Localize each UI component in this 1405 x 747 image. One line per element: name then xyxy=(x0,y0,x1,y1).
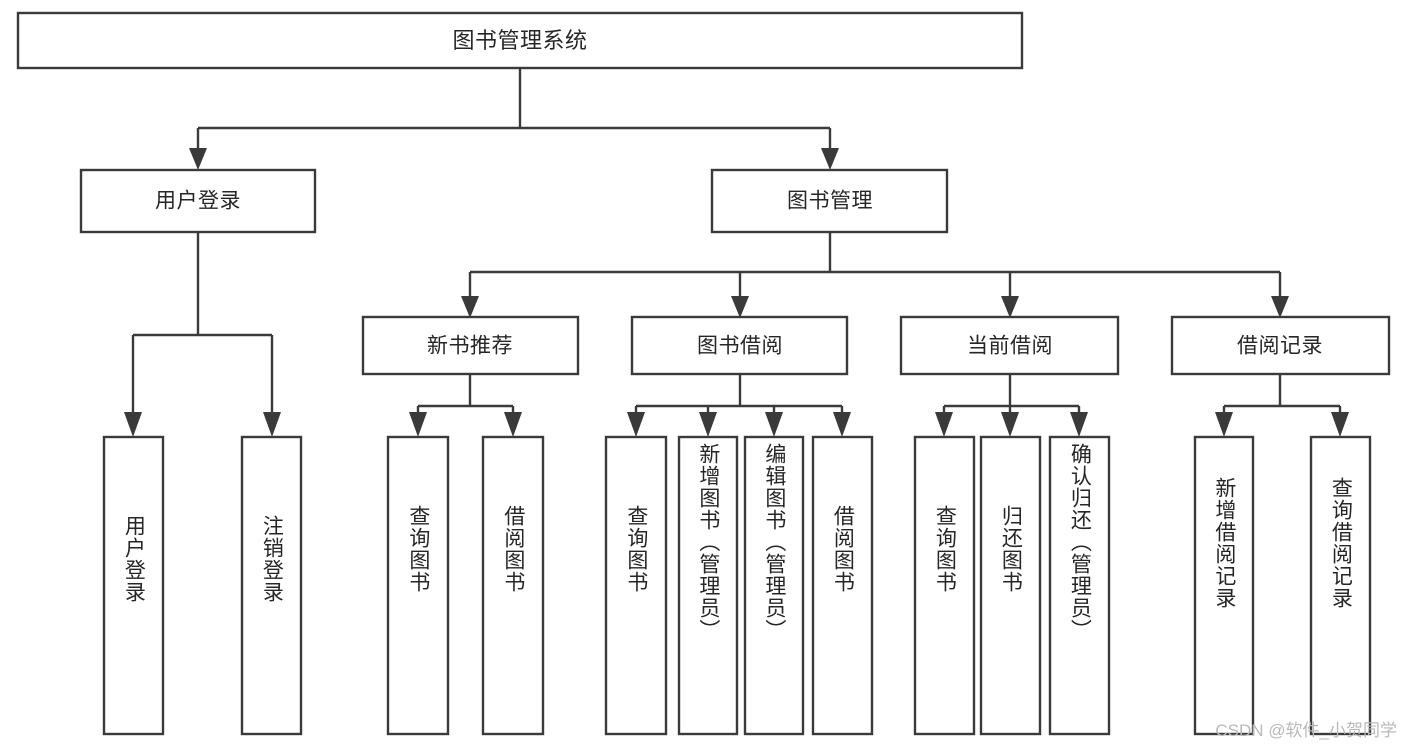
arrow-head-leaf-3 xyxy=(409,412,427,437)
node-new-book-recommend[interactable] xyxy=(361,315,580,376)
node-book-management[interactable] xyxy=(710,168,949,234)
node-leaf-query-book-2[interactable] xyxy=(604,435,668,736)
node-leaf-return-book[interactable] xyxy=(979,435,1042,736)
node-book-management-label: 图书管理 xyxy=(787,190,873,213)
node-layer: 图书管理系统 用户登录 图书管理 新书推荐 图书借阅 当前借阅 借阅记录 xyxy=(16,11,1391,736)
arrow-head-book-borrow xyxy=(731,296,749,318)
arrow-head-leaf-4 xyxy=(504,412,522,437)
arrow-head-leaf-11 xyxy=(1070,412,1088,437)
node-current-borrow-label: 当前借阅 xyxy=(967,335,1053,358)
node-leaf-query-book-1[interactable] xyxy=(386,435,450,736)
arrow-head-leaf-13 xyxy=(1331,412,1349,437)
node-new-book-recommend-label: 新书推荐 xyxy=(427,335,513,358)
arrow-head-current-borrow xyxy=(1001,296,1019,318)
node-book-borrow-label: 图书借阅 xyxy=(697,335,783,358)
node-leaf-query-book-3[interactable] xyxy=(913,435,976,736)
arrow-head-leaf-1 xyxy=(124,412,142,437)
arrow-head-leaf-5 xyxy=(627,412,645,437)
arrow-head-leaf-7 xyxy=(765,412,783,437)
arrow-head-book-manage xyxy=(821,148,839,170)
node-leaf-borrow-book-1[interactable] xyxy=(481,435,545,736)
node-book-borrow[interactable] xyxy=(630,315,849,376)
arrow-head-leaf-9 xyxy=(935,412,953,437)
arrow-head-leaf-6 xyxy=(699,412,717,437)
node-leaf-add-book-admin[interactable] xyxy=(677,435,739,736)
node-leaf-user-login[interactable] xyxy=(102,435,165,736)
arrow-head-new-book xyxy=(461,296,479,318)
connector-layer xyxy=(124,68,1349,437)
arrow-head-leaf-2 xyxy=(263,412,281,437)
node-current-borrow[interactable] xyxy=(899,315,1120,376)
node-leaf-confirm-return-admin[interactable] xyxy=(1048,435,1111,736)
node-leaf-add-borrow-record[interactable] xyxy=(1193,435,1255,736)
node-borrow-record-label: 借阅记录 xyxy=(1237,335,1323,358)
node-leaf-borrow-book-2[interactable] xyxy=(811,435,874,736)
node-user-login-label: 用户登录 xyxy=(155,190,241,213)
arrow-head-borrow-record xyxy=(1271,296,1289,318)
node-leaf-query-borrow-record[interactable] xyxy=(1309,435,1372,736)
arrow-head-user-login xyxy=(189,148,207,170)
node-leaf-edit-book-admin[interactable] xyxy=(743,435,805,736)
node-user-login[interactable] xyxy=(79,168,317,234)
arrow-head-leaf-8 xyxy=(833,412,851,437)
arrow-head-leaf-10 xyxy=(1001,412,1019,437)
node-leaf-logout[interactable] xyxy=(240,435,303,736)
node-borrow-record[interactable] xyxy=(1170,315,1391,376)
node-root-book-management-system[interactable] xyxy=(16,11,1024,70)
node-root-label: 图书管理系统 xyxy=(452,28,587,53)
arrow-head-leaf-12 xyxy=(1215,412,1233,437)
